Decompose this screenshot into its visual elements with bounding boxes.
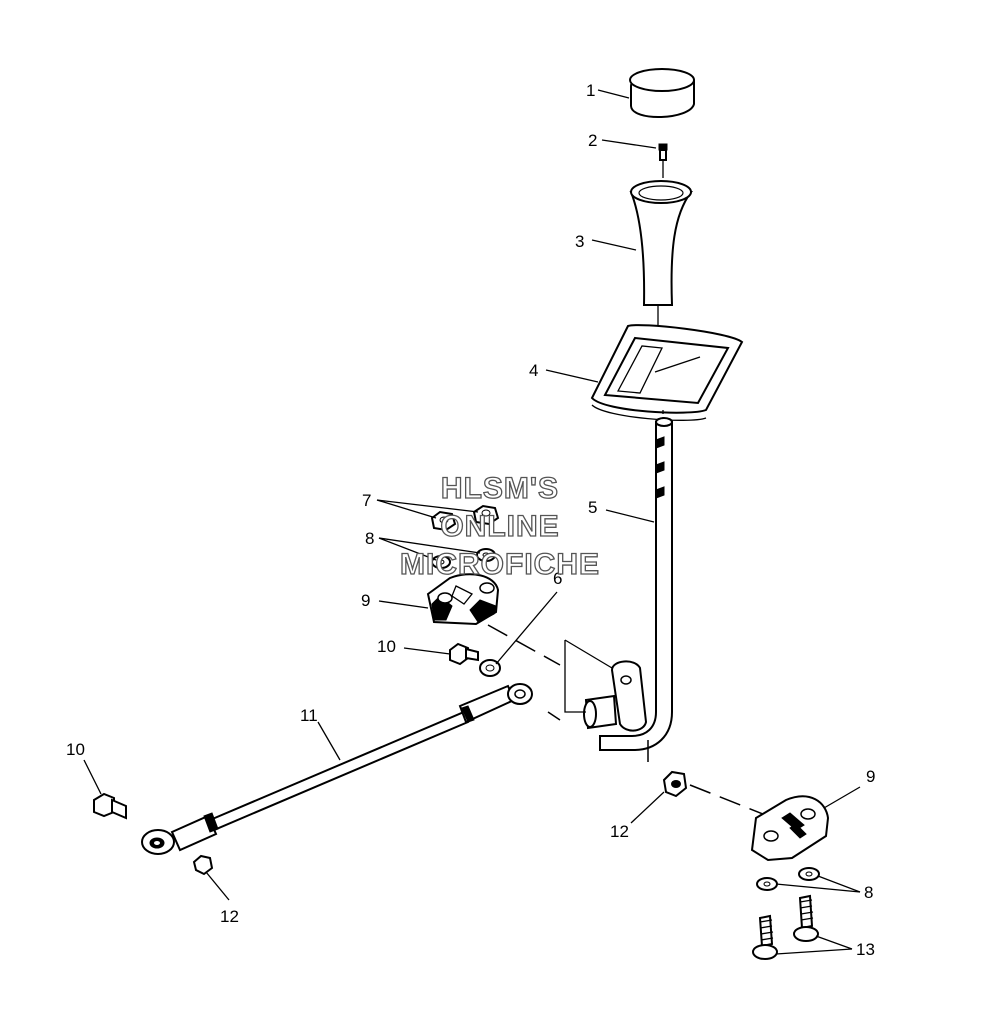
flat-washer-part — [479, 659, 501, 677]
knob-cap-part — [629, 68, 695, 118]
callout-3: 3 — [575, 232, 584, 251]
linkage-rod-part — [141, 683, 533, 855]
washer-pair-upper-part — [431, 548, 496, 569]
shift-lever-part — [583, 410, 673, 751]
callout-13: 13 — [856, 940, 875, 959]
screw-pair-part — [752, 894, 819, 960]
shift-boot-part — [590, 324, 744, 421]
leader-lines — [83, 89, 861, 955]
callout-11: 11 — [300, 706, 318, 725]
callout-8-upper: 8 — [365, 529, 374, 548]
pivot-block-upper-part — [426, 573, 500, 626]
pivot-block-lower-part — [750, 795, 830, 862]
watermark-line-2: ONLINE — [440, 510, 559, 543]
callout-5: 5 — [588, 498, 597, 517]
callout-12-lower: 12 — [220, 907, 239, 926]
callout-10-lower: 10 — [66, 740, 85, 759]
nut-lower-left-part — [192, 854, 214, 876]
callout-10-upper: 10 — [377, 637, 396, 656]
set-screw-part — [658, 143, 668, 178]
knob-grip-part — [629, 180, 693, 340]
callout-9-lower: 9 — [866, 767, 875, 786]
callout-6: 6 — [553, 569, 562, 588]
bolt-lower-part — [93, 792, 127, 820]
callout-8-lower: 8 — [864, 883, 873, 902]
callout-4: 4 — [529, 361, 538, 380]
callout-12-center: 12 — [610, 822, 629, 841]
callout-1: 1 — [586, 81, 595, 100]
watermark-line-3: MICROFICHE — [400, 548, 600, 581]
watermark-line-1: HLSM'S — [441, 472, 559, 505]
bolt-upper-part — [449, 642, 479, 666]
callout-7: 7 — [362, 491, 371, 510]
nut-pair-part — [430, 504, 500, 532]
nut-center-part — [662, 770, 688, 798]
callout-labels: 1 2 3 4 5 6 7 8 9 10 11 10 12 12 9 8 13 — [66, 81, 875, 959]
watermark: HLSM'S ONLINE MICROFICHE — [399, 471, 600, 581]
callout-9-upper: 9 — [361, 591, 370, 610]
callout-2: 2 — [588, 131, 597, 150]
